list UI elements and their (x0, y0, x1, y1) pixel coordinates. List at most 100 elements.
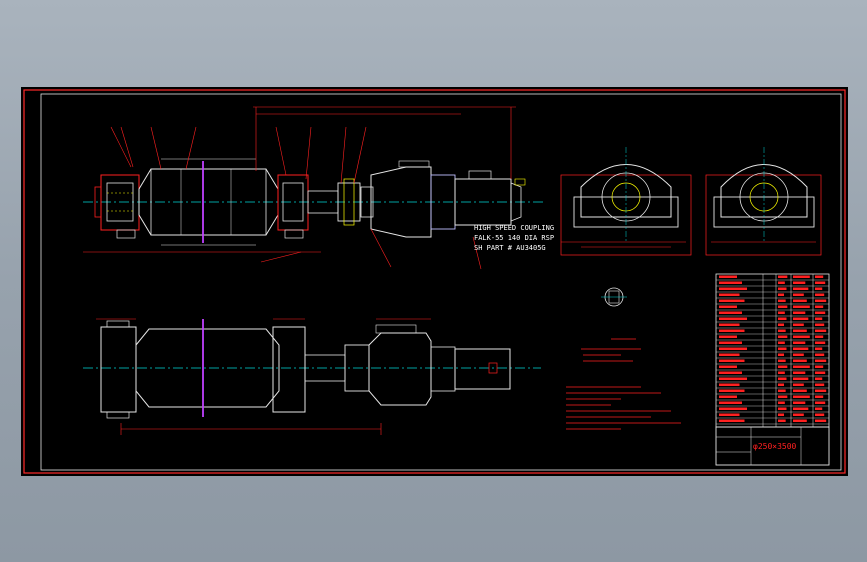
parts-table-cell-text (778, 383, 784, 386)
parts-table-cell-text (778, 317, 787, 320)
parts-table-cell-text (719, 317, 747, 320)
parts-table-cell-text (815, 293, 825, 296)
parts-table-cell-text (793, 311, 806, 314)
parts-table-cell-text (778, 407, 787, 410)
parts-table-cell-text (719, 281, 742, 284)
parts-table-cell-text (719, 311, 742, 314)
parts-table-cell-text (815, 323, 825, 326)
drawing-inner-frame (40, 93, 842, 471)
parts-table-cell-text (815, 383, 825, 386)
parts-table-cell-text (778, 305, 788, 308)
parts-table-cell-text (793, 419, 807, 422)
bearing-block-icon (94, 174, 140, 239)
bearing-block-icon (277, 174, 309, 239)
parts-table-cell-text (778, 401, 785, 404)
parts-table-cell-text (719, 371, 742, 374)
coupling-note: HIGH SPEED COUPLING FALK-55 140 DIA RSP … (474, 224, 554, 252)
parts-table-cell-text (719, 389, 745, 392)
parts-table-cell-text (719, 401, 742, 404)
parts-table-cell-text (719, 275, 737, 278)
parts-table-cell-text (719, 341, 742, 344)
parts-table-cell-text (778, 323, 784, 326)
parts-table-cell-text (793, 359, 807, 362)
parts-table-cell-text (793, 389, 807, 392)
drawing-border-icon (23, 89, 846, 474)
parts-table-cell-text (719, 419, 745, 422)
parts-table-cell-text (719, 407, 747, 410)
parts-table-cell-text (815, 311, 826, 314)
cad-drawing: HIGH SPEED COUPLING FALK-55 140 DIA RSP … (23, 89, 846, 474)
coupling-note-line2: FALK-55 140 DIA RSP (474, 234, 554, 242)
balloon-labels (87, 125, 152, 128)
dimension-lines (83, 106, 516, 270)
parts-table-cell-text (793, 281, 806, 284)
parts-table-cell-text (815, 317, 823, 320)
parts-table-cell-text (719, 287, 747, 290)
parts-table-cell-text (793, 323, 804, 326)
drawing-number: φ250×3500 (753, 442, 797, 451)
parts-table-cell-text (778, 341, 785, 344)
parts-table-cell-text (719, 359, 745, 362)
parts-table-icon (715, 273, 830, 428)
parts-table-cell-text (778, 419, 786, 422)
parts-table-cell-text (815, 347, 823, 350)
parts-table-cell-text (778, 353, 784, 356)
parts-table-cell-text (793, 371, 806, 374)
parts-table-cell-text (793, 383, 804, 386)
parts-table-cell-text (778, 287, 787, 290)
parts-table-cell-text (815, 371, 826, 374)
plan-view (83, 318, 541, 435)
parts-table-cell-text (815, 299, 827, 302)
parts-table-cell-text (793, 287, 809, 290)
parts-table-cell-text (778, 377, 787, 380)
parts-table-cell-text (793, 293, 804, 296)
parts-table-cell-text (778, 395, 788, 398)
parts-table-cell-text (719, 383, 740, 386)
parts-table-cell-text (719, 323, 740, 326)
parts-table-cell-text (719, 329, 745, 332)
parts-table-cell-text (793, 353, 804, 356)
parts-table-cell-text (778, 299, 786, 302)
parts-table-cell-text (719, 305, 737, 308)
side-view-left (560, 147, 692, 256)
gear-reducer-icon (360, 160, 456, 238)
parts-table-cell-text (815, 389, 827, 392)
parts-table-cell-text (793, 299, 807, 302)
parts-table-cell-text (815, 341, 826, 344)
elevation-view: HIGH SPEED COUPLING FALK-55 140 DIA RSP … (83, 106, 554, 270)
parts-table-cell-text (793, 407, 809, 410)
parts-table-cell-text (815, 329, 827, 332)
parts-table-cell-text (719, 353, 740, 356)
parts-table-cell-text (793, 395, 810, 398)
coupling-note-line3: SH PART # AU3405G (474, 244, 546, 252)
technical-notes (566, 338, 681, 430)
parts-table-cell-text (815, 287, 823, 290)
parts-table-cell-text (815, 413, 825, 416)
parts-table-cell-text (815, 401, 826, 404)
parts-table-cell-text (815, 353, 825, 356)
pulley-drum-icon (138, 158, 279, 246)
parts-table-cell-text (815, 335, 824, 338)
parts-table-cell-text (778, 281, 785, 284)
parts-table-cell-text (793, 413, 804, 416)
parts-table-cell-text (778, 275, 788, 278)
parts-table-cell-text (778, 371, 785, 374)
parts-table-cell-text (719, 365, 737, 368)
parts-table-cell-text (793, 317, 809, 320)
parts-table-cell-text (793, 305, 810, 308)
parts-table-cell-text (778, 293, 784, 296)
parts-table-cell-text (815, 365, 824, 368)
parts-table-cell-text (815, 377, 823, 380)
parts-table-cell-text (793, 335, 810, 338)
section-view-icon (601, 287, 627, 307)
drawing-viewport[interactable]: HIGH SPEED COUPLING FALK-55 140 DIA RSP … (21, 87, 848, 476)
parts-table-cell-text (815, 419, 827, 422)
parts-table-cell-text (719, 377, 747, 380)
parts-table-cell-text (815, 275, 824, 278)
parts-table-cell-text (778, 413, 784, 416)
title-block-icon: φ250×3500 (715, 426, 830, 466)
parts-table-cell-text (815, 281, 826, 284)
parts-table-cell-text (719, 293, 740, 296)
parts-table-cell-text (778, 311, 785, 314)
electric-motor-icon (454, 170, 526, 226)
